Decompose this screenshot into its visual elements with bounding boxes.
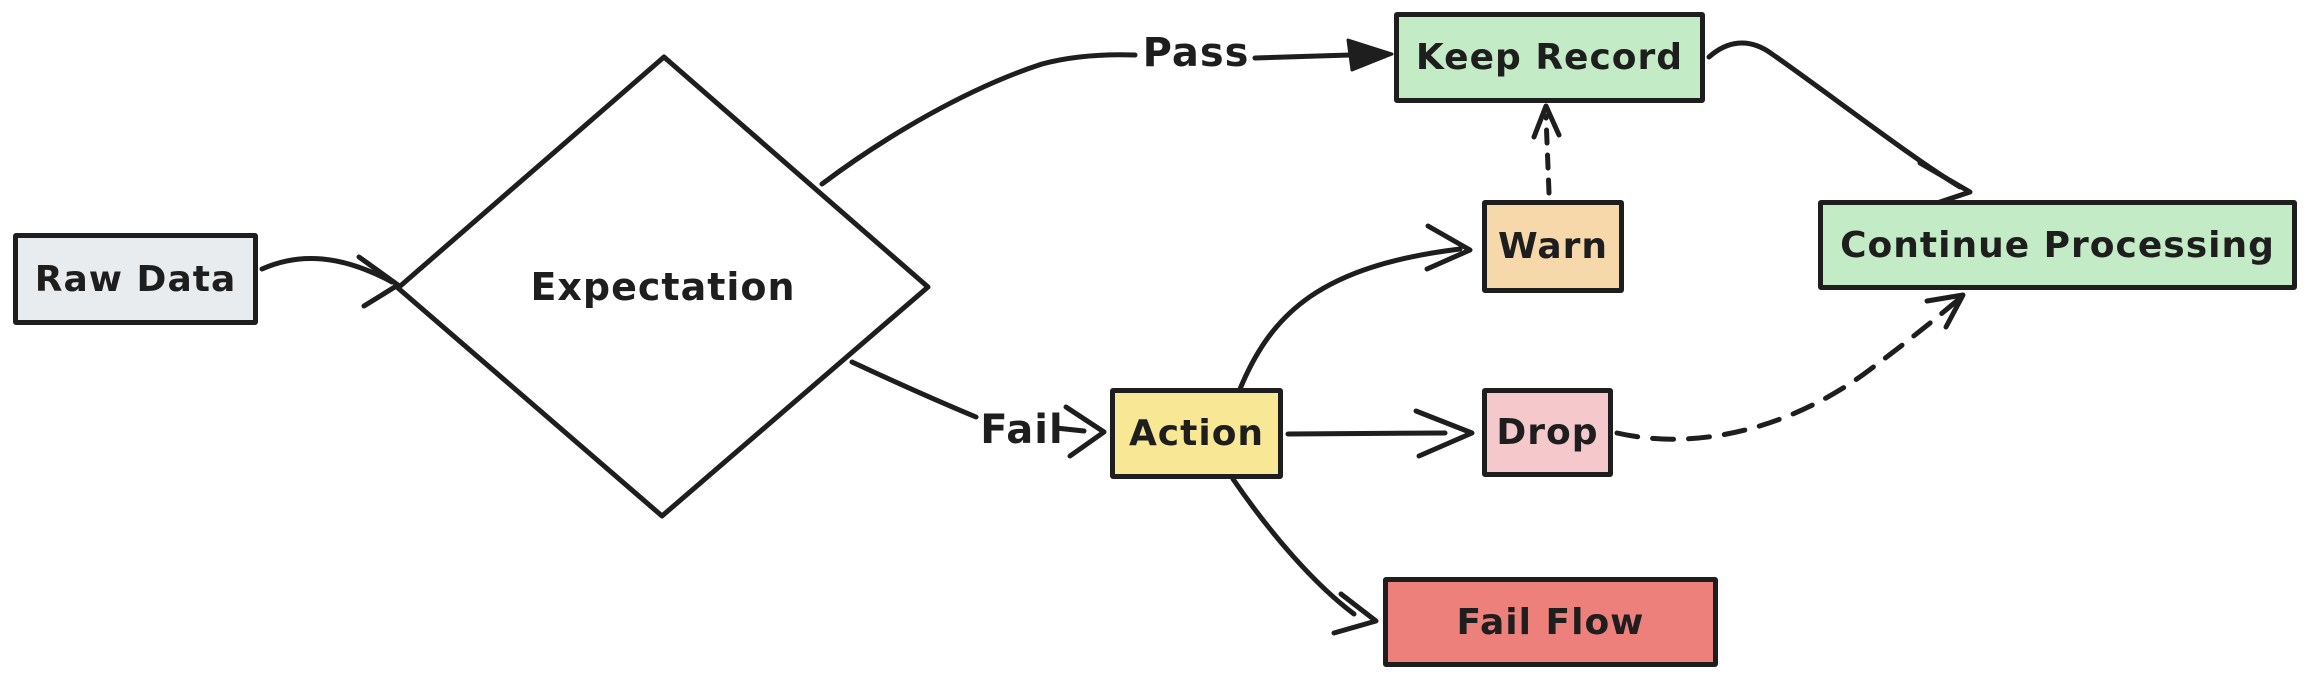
edge-action-failflow-arrowhead	[1331, 591, 1379, 636]
edge-fail-shaft	[1053, 425, 1087, 434]
edge-action-drop-arrowhead	[1413, 408, 1475, 459]
node-raw-data: Raw Data	[13, 233, 258, 325]
edge-rawdata-expectation-arrowhead	[356, 254, 401, 309]
edge-drop-continue-arrowhead	[1924, 292, 1966, 330]
edge-rawdata-expectation-line	[259, 255, 395, 285]
edge-pass-line-2	[1252, 52, 1353, 61]
node-drop: Drop	[1482, 388, 1613, 477]
node-keep-record: Keep Record	[1394, 12, 1705, 103]
edge-warn-keeprecord-line	[1543, 113, 1552, 196]
edge-label-pass: Pass	[1142, 30, 1250, 76]
edge-action-failflow-line	[1230, 476, 1357, 617]
edge-warn-keeprecord-arrowhead	[1531, 103, 1562, 140]
edge-pass-line-1	[819, 52, 1138, 187]
node-action: Action	[1110, 388, 1283, 479]
node-warn: Warn	[1482, 200, 1624, 293]
node-fail-flow: Fail Flow	[1383, 577, 1718, 667]
edge-label-fail: Fail	[980, 407, 1064, 453]
edge-action-drop-line	[1285, 430, 1448, 437]
node-continue-processing: Continue Processing	[1818, 200, 2297, 290]
edge-fail-arrowhead	[1063, 404, 1107, 459]
edge-action-warn-arrowhead	[1424, 223, 1473, 272]
edge-fail-line	[849, 359, 979, 420]
edge-action-warn-line	[1237, 246, 1463, 392]
expectation-diamond-shape	[395, 54, 931, 519]
edge-drop-continue-line	[1614, 297, 1961, 442]
edge-pass-arrowhead	[1346, 38, 1394, 72]
node-expectation-label: Expectation	[530, 265, 796, 309]
